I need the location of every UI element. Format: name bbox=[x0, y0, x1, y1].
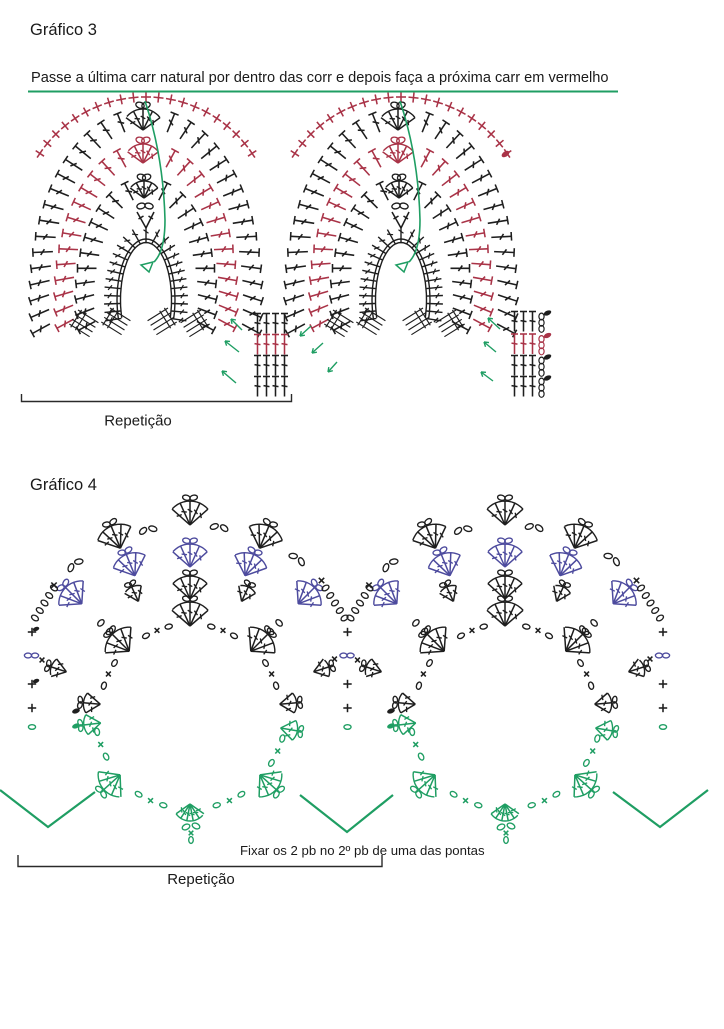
svg-text:Gráfico 4: Gráfico 4 bbox=[30, 476, 97, 494]
svg-text:Repetição: Repetição bbox=[167, 871, 235, 888]
svg-text:Fixar os 2 pb no 2º pb de uma: Fixar os 2 pb no 2º pb de uma das pontas bbox=[240, 843, 485, 858]
svg-text:Passe a última carr natural po: Passe a última carr natural por dentro d… bbox=[31, 70, 609, 86]
svg-text:Repetição: Repetição bbox=[104, 413, 172, 430]
svg-text:Gráfico 3: Gráfico 3 bbox=[30, 21, 97, 39]
